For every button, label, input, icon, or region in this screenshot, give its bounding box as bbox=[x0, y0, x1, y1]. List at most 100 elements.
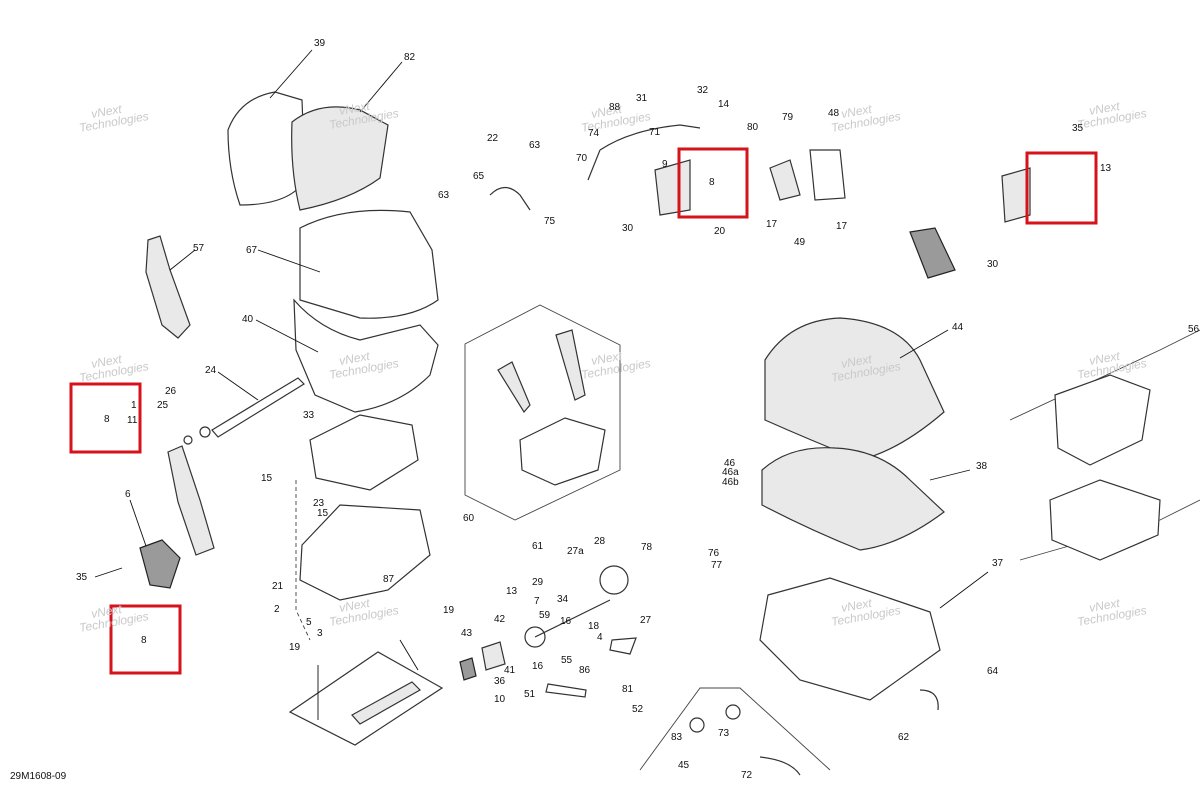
callout: 35 bbox=[1072, 123, 1084, 134]
svg-text:vNext: vNext bbox=[590, 349, 623, 368]
callout: 30 bbox=[987, 259, 999, 270]
callout: 8 bbox=[141, 635, 147, 646]
svg-text:vNext: vNext bbox=[90, 102, 123, 121]
callout: 60 bbox=[463, 513, 475, 524]
callout: 10 bbox=[494, 694, 506, 705]
callout: 46b bbox=[722, 477, 739, 488]
callout: 42 bbox=[494, 614, 506, 625]
callout: 23 bbox=[313, 498, 325, 509]
callout: 46a bbox=[722, 467, 739, 478]
floor-mat-part bbox=[288, 639, 444, 746]
callout: 14 bbox=[718, 99, 730, 110]
callout: 33 bbox=[303, 410, 315, 421]
seat-base-frame-part bbox=[295, 414, 431, 641]
callout: 16 bbox=[532, 661, 544, 672]
callout: 49 bbox=[794, 237, 806, 248]
callout: 63 bbox=[438, 190, 450, 201]
callout: 45 bbox=[678, 760, 690, 771]
callout: 79 bbox=[782, 112, 794, 123]
callout: 13 bbox=[1100, 163, 1112, 174]
callout: 15 bbox=[261, 473, 273, 484]
callout: 77 bbox=[711, 560, 723, 571]
callout: 80 bbox=[747, 122, 759, 133]
callout: 26 bbox=[165, 386, 177, 397]
callout: 88 bbox=[609, 102, 621, 113]
callout: 40 bbox=[242, 314, 254, 325]
callout: 86 bbox=[579, 665, 591, 676]
callout: 43 bbox=[461, 628, 473, 639]
callout: 76 bbox=[708, 548, 720, 559]
callout: 73 bbox=[718, 728, 730, 739]
callout: 55 bbox=[561, 655, 573, 666]
callout: 44 bbox=[952, 322, 964, 333]
callout: 20 bbox=[714, 226, 726, 237]
callout: 87 bbox=[383, 574, 395, 585]
callout: 72 bbox=[741, 770, 753, 781]
callout: 81 bbox=[622, 684, 634, 695]
callout: 29 bbox=[532, 577, 544, 588]
callout: 11 bbox=[127, 415, 138, 426]
callout: 83 bbox=[671, 732, 683, 743]
callout-labels: 39 82 31 32 14 88 71 74 70 80 79 48 35 1… bbox=[76, 38, 1200, 781]
highlight-box bbox=[1025, 151, 1098, 225]
lower-bracket-part bbox=[94, 445, 215, 589]
callout: 35 bbox=[76, 572, 88, 583]
callout: 3 bbox=[317, 628, 323, 639]
callout: 82 bbox=[404, 52, 416, 63]
callout: 25 bbox=[157, 400, 169, 411]
callout: 51 bbox=[524, 689, 536, 700]
callout: 63 bbox=[529, 140, 541, 151]
callout: 22 bbox=[487, 133, 499, 144]
callout: 36 bbox=[494, 676, 506, 687]
svg-text:vNext: vNext bbox=[338, 99, 371, 118]
highlight-box bbox=[677, 147, 749, 219]
rear-seat-shell-part bbox=[255, 209, 439, 413]
bottom-detail-panel-frame bbox=[639, 687, 831, 776]
callout: 65 bbox=[473, 171, 485, 182]
callout: 27 bbox=[640, 615, 652, 626]
callout: 17 bbox=[766, 219, 778, 230]
callout: 4 bbox=[597, 632, 603, 643]
seat-cushion-part bbox=[761, 317, 971, 551]
callout: 2 bbox=[274, 604, 280, 615]
svg-text:vNext: vNext bbox=[840, 596, 873, 615]
callout: 39 bbox=[314, 38, 326, 49]
callout: 62 bbox=[898, 732, 910, 743]
storage-tray-part bbox=[759, 571, 989, 711]
callout: 56 bbox=[1188, 324, 1200, 335]
svg-text:vNext: vNext bbox=[840, 102, 873, 121]
callout: 8 bbox=[709, 177, 715, 188]
callout: 7 bbox=[534, 596, 540, 607]
callout: 30 bbox=[622, 223, 634, 234]
detail-panel-frame bbox=[464, 304, 621, 521]
callout: 15 bbox=[317, 508, 329, 519]
svg-text:vNext: vNext bbox=[90, 602, 123, 621]
callout: 48 bbox=[828, 108, 840, 119]
svg-text:vNext: vNext bbox=[590, 102, 623, 121]
harness-and-handle-parts bbox=[489, 124, 1031, 279]
side-bracket-part bbox=[145, 235, 196, 339]
callout: 41 bbox=[504, 665, 516, 676]
callout: 74 bbox=[588, 128, 600, 139]
backrest-cover-part bbox=[227, 49, 403, 211]
callout: 71 bbox=[649, 127, 661, 138]
svg-text:vNext: vNext bbox=[1088, 99, 1121, 118]
callout: 5 bbox=[306, 617, 312, 628]
callout: 1 bbox=[131, 400, 137, 411]
svg-text:vNext: vNext bbox=[840, 352, 873, 371]
callout: 31 bbox=[636, 93, 648, 104]
callout: 34 bbox=[557, 594, 569, 605]
highlight-box bbox=[109, 604, 182, 675]
callout: 67 bbox=[246, 245, 258, 256]
callout: 28 bbox=[594, 536, 606, 547]
figure-code: 29M1608-09 bbox=[10, 771, 67, 782]
callout: 16 bbox=[560, 616, 572, 627]
shaft-part bbox=[183, 371, 305, 445]
callout: 78 bbox=[641, 542, 653, 553]
svg-text:vNext: vNext bbox=[1088, 596, 1121, 615]
svg-text:vNext: vNext bbox=[90, 352, 123, 371]
callout: 21 bbox=[272, 581, 284, 592]
callout: 13 bbox=[506, 586, 518, 597]
svg-text:vNext: vNext bbox=[338, 596, 371, 615]
